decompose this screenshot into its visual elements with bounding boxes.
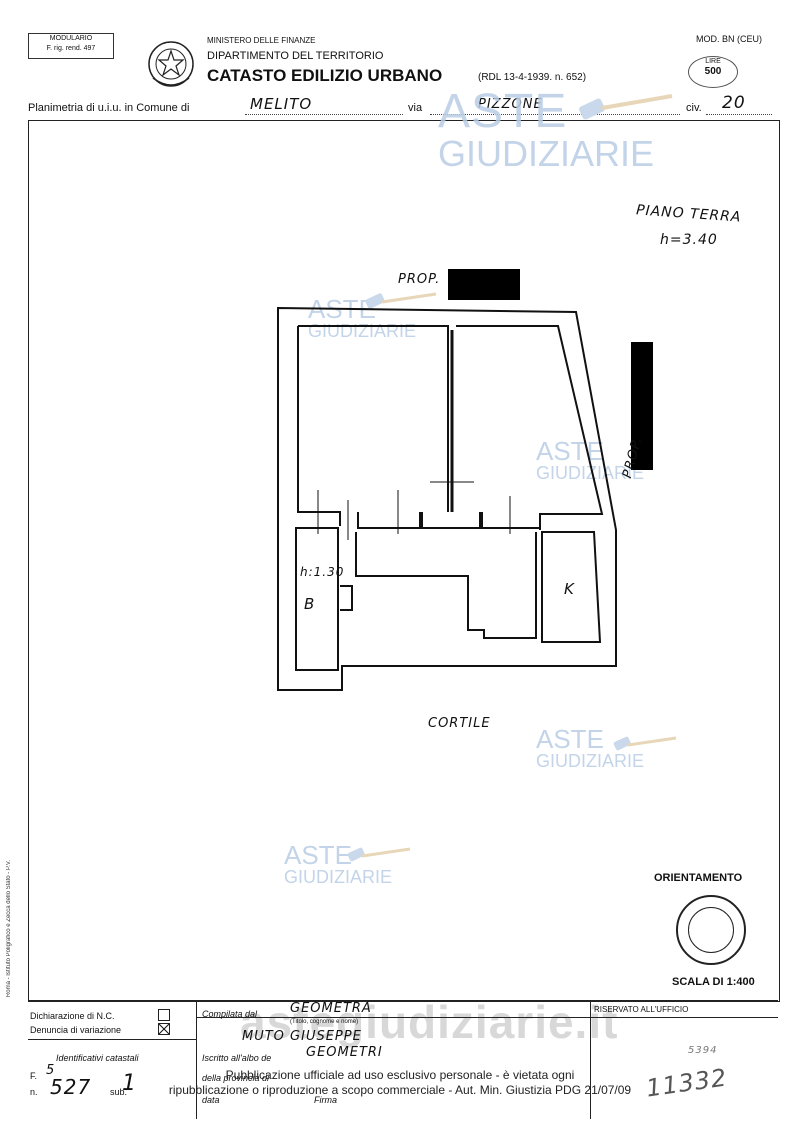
watermark-aste: ASTE bbox=[438, 85, 568, 138]
n-value: 527 bbox=[50, 1075, 92, 1099]
planimetria-label: Planimetria di u.i.u. in Comune di bbox=[28, 102, 190, 114]
iscritto-label: Iscritto all'albo de bbox=[202, 1053, 272, 1063]
lire-stamp: LIRE 500 bbox=[688, 56, 738, 88]
scale-label: SCALA DI 1:400 bbox=[672, 976, 755, 988]
compilata-label: Compilata dal bbox=[202, 1009, 258, 1019]
room-k-label: K bbox=[564, 580, 575, 598]
watermark-lower: ASTE GIUDIZIARIE bbox=[284, 842, 392, 886]
watermark-giudiziarie: GIUDIZIARIE bbox=[536, 751, 645, 771]
identificativi-label: Identificativi catastali bbox=[56, 1053, 139, 1063]
dichiarazione-checkbox bbox=[158, 1009, 170, 1021]
f-value: 5 bbox=[46, 1063, 56, 1078]
room-b-height: h:1.30 bbox=[300, 565, 345, 579]
compass-icon bbox=[676, 895, 746, 965]
gavel-icon bbox=[347, 847, 411, 862]
sub-value: 1 bbox=[122, 1071, 137, 1096]
room-b bbox=[295, 527, 339, 671]
drawing-frame bbox=[28, 120, 780, 1002]
watermark-site: astegiudiziarie.it bbox=[240, 996, 619, 1048]
redaction-top bbox=[448, 269, 520, 300]
iscritto-value: GEOMETRI bbox=[306, 1045, 383, 1060]
modulario-label: MODULARIO bbox=[49, 35, 93, 42]
civ-value: 20 bbox=[722, 93, 746, 113]
orientamento-label: ORIENTAMENTO bbox=[654, 872, 743, 884]
watermark-aste: ASTE bbox=[284, 840, 352, 870]
redaction-right bbox=[631, 342, 653, 470]
department-label: DIPARTIMENTO DEL TERRITORIO bbox=[207, 50, 384, 62]
stamp-small: 5394 bbox=[688, 1045, 718, 1056]
document-title: CATASTO EDILIZIO URBANO bbox=[207, 66, 443, 85]
via-label: via bbox=[408, 102, 423, 114]
law-reference: (RDL 13-4-1939. n. 652) bbox=[478, 72, 587, 83]
outer-wall bbox=[277, 306, 617, 691]
door-center bbox=[421, 512, 481, 529]
gavel-icon bbox=[579, 94, 673, 120]
riservato-label: RISERVATO ALL'UFFICIO bbox=[594, 1005, 689, 1014]
gavel-icon bbox=[365, 292, 437, 309]
watermark-giudiziarie: GIUDIZIARIE bbox=[284, 867, 393, 887]
watermark-giudiziarie: GIUDIZIARIE bbox=[438, 133, 655, 174]
room-left-inner bbox=[297, 326, 341, 526]
door-left bbox=[357, 512, 421, 529]
prop-top-label: PROP. bbox=[398, 272, 441, 287]
ministry-label: MINISTERO DELLE FINANZE bbox=[207, 36, 316, 45]
compilata-value: GEOMETRA bbox=[290, 1001, 372, 1016]
watermark-cortile: ASTE GIUDIZIARIE bbox=[536, 726, 644, 770]
printer-credit: Roma - Istituto Poligrafico e Zecca dell… bbox=[6, 860, 12, 998]
comune-dotline bbox=[245, 114, 403, 115]
watermark-top: ASTE GIUDIZIARIE bbox=[438, 88, 654, 172]
modulario-code: F. rig. rend. 497 bbox=[46, 45, 96, 52]
room-right-wall bbox=[456, 325, 604, 530]
republic-emblem-icon bbox=[148, 41, 194, 87]
footer-notice: Pubblicazione ufficiale ad uso esclusivo… bbox=[0, 1068, 800, 1098]
room-k bbox=[541, 531, 602, 643]
footer-line-1: Pubblicazione ufficiale ad uso esclusivo… bbox=[225, 1068, 575, 1082]
via-dotline bbox=[430, 114, 680, 115]
bottom-form: Dichiarazione di N.C. Denuncia di variaz… bbox=[28, 1000, 778, 1119]
denuncia-label: Denuncia di variazione bbox=[30, 1025, 122, 1035]
room-left-wall bbox=[298, 325, 449, 512]
dichiarazione-label: Dichiarazione di N.C. bbox=[30, 1011, 115, 1021]
denuncia-checkbox bbox=[158, 1023, 170, 1035]
room-b-label: B bbox=[304, 595, 316, 613]
lire-label: LIRE bbox=[705, 58, 721, 65]
civ-dotline bbox=[706, 114, 772, 115]
data-label: data bbox=[202, 1095, 220, 1105]
watermark-giudiziarie: GIUDIZIARIE bbox=[536, 463, 645, 483]
cortile-label: CORTILE bbox=[428, 716, 491, 731]
n-label: n. bbox=[30, 1087, 38, 1097]
civ-label: civ. bbox=[686, 102, 702, 114]
check-icon bbox=[158, 1023, 170, 1035]
provincia-label: della provincia di bbox=[202, 1073, 270, 1083]
gavel-icon bbox=[613, 736, 677, 751]
model-code: MOD. BN (CEU) bbox=[696, 34, 762, 44]
lire-value: 500 bbox=[704, 66, 722, 77]
sub-label: sub. bbox=[110, 1087, 128, 1097]
footer-line-2: ripubblicazione o riproduzione a scopo c… bbox=[168, 1083, 632, 1097]
ceiling-height: h=3.40 bbox=[660, 232, 718, 248]
watermark-aste: ASTE bbox=[536, 724, 604, 754]
comune-value: MELITO bbox=[250, 95, 313, 113]
nome-value: MUTO GIUSEPPE bbox=[242, 1029, 362, 1044]
corridor bbox=[355, 532, 537, 639]
bath-door bbox=[340, 585, 353, 611]
door-right bbox=[481, 512, 540, 529]
watermark-aste: ASTE bbox=[536, 436, 604, 466]
via-value: PIZZONE bbox=[478, 97, 543, 112]
titolo-label: (Titolo, cognome e nome) bbox=[290, 1019, 359, 1025]
firma-label: Firma bbox=[314, 1095, 337, 1105]
floor-plan bbox=[277, 306, 617, 691]
modulario-box: MODULARIO F. rig. rend. 497 bbox=[28, 33, 114, 59]
f-label: F. bbox=[30, 1071, 38, 1081]
watermark-plan-2: ASTE GIUDIZIARIE bbox=[536, 438, 644, 482]
